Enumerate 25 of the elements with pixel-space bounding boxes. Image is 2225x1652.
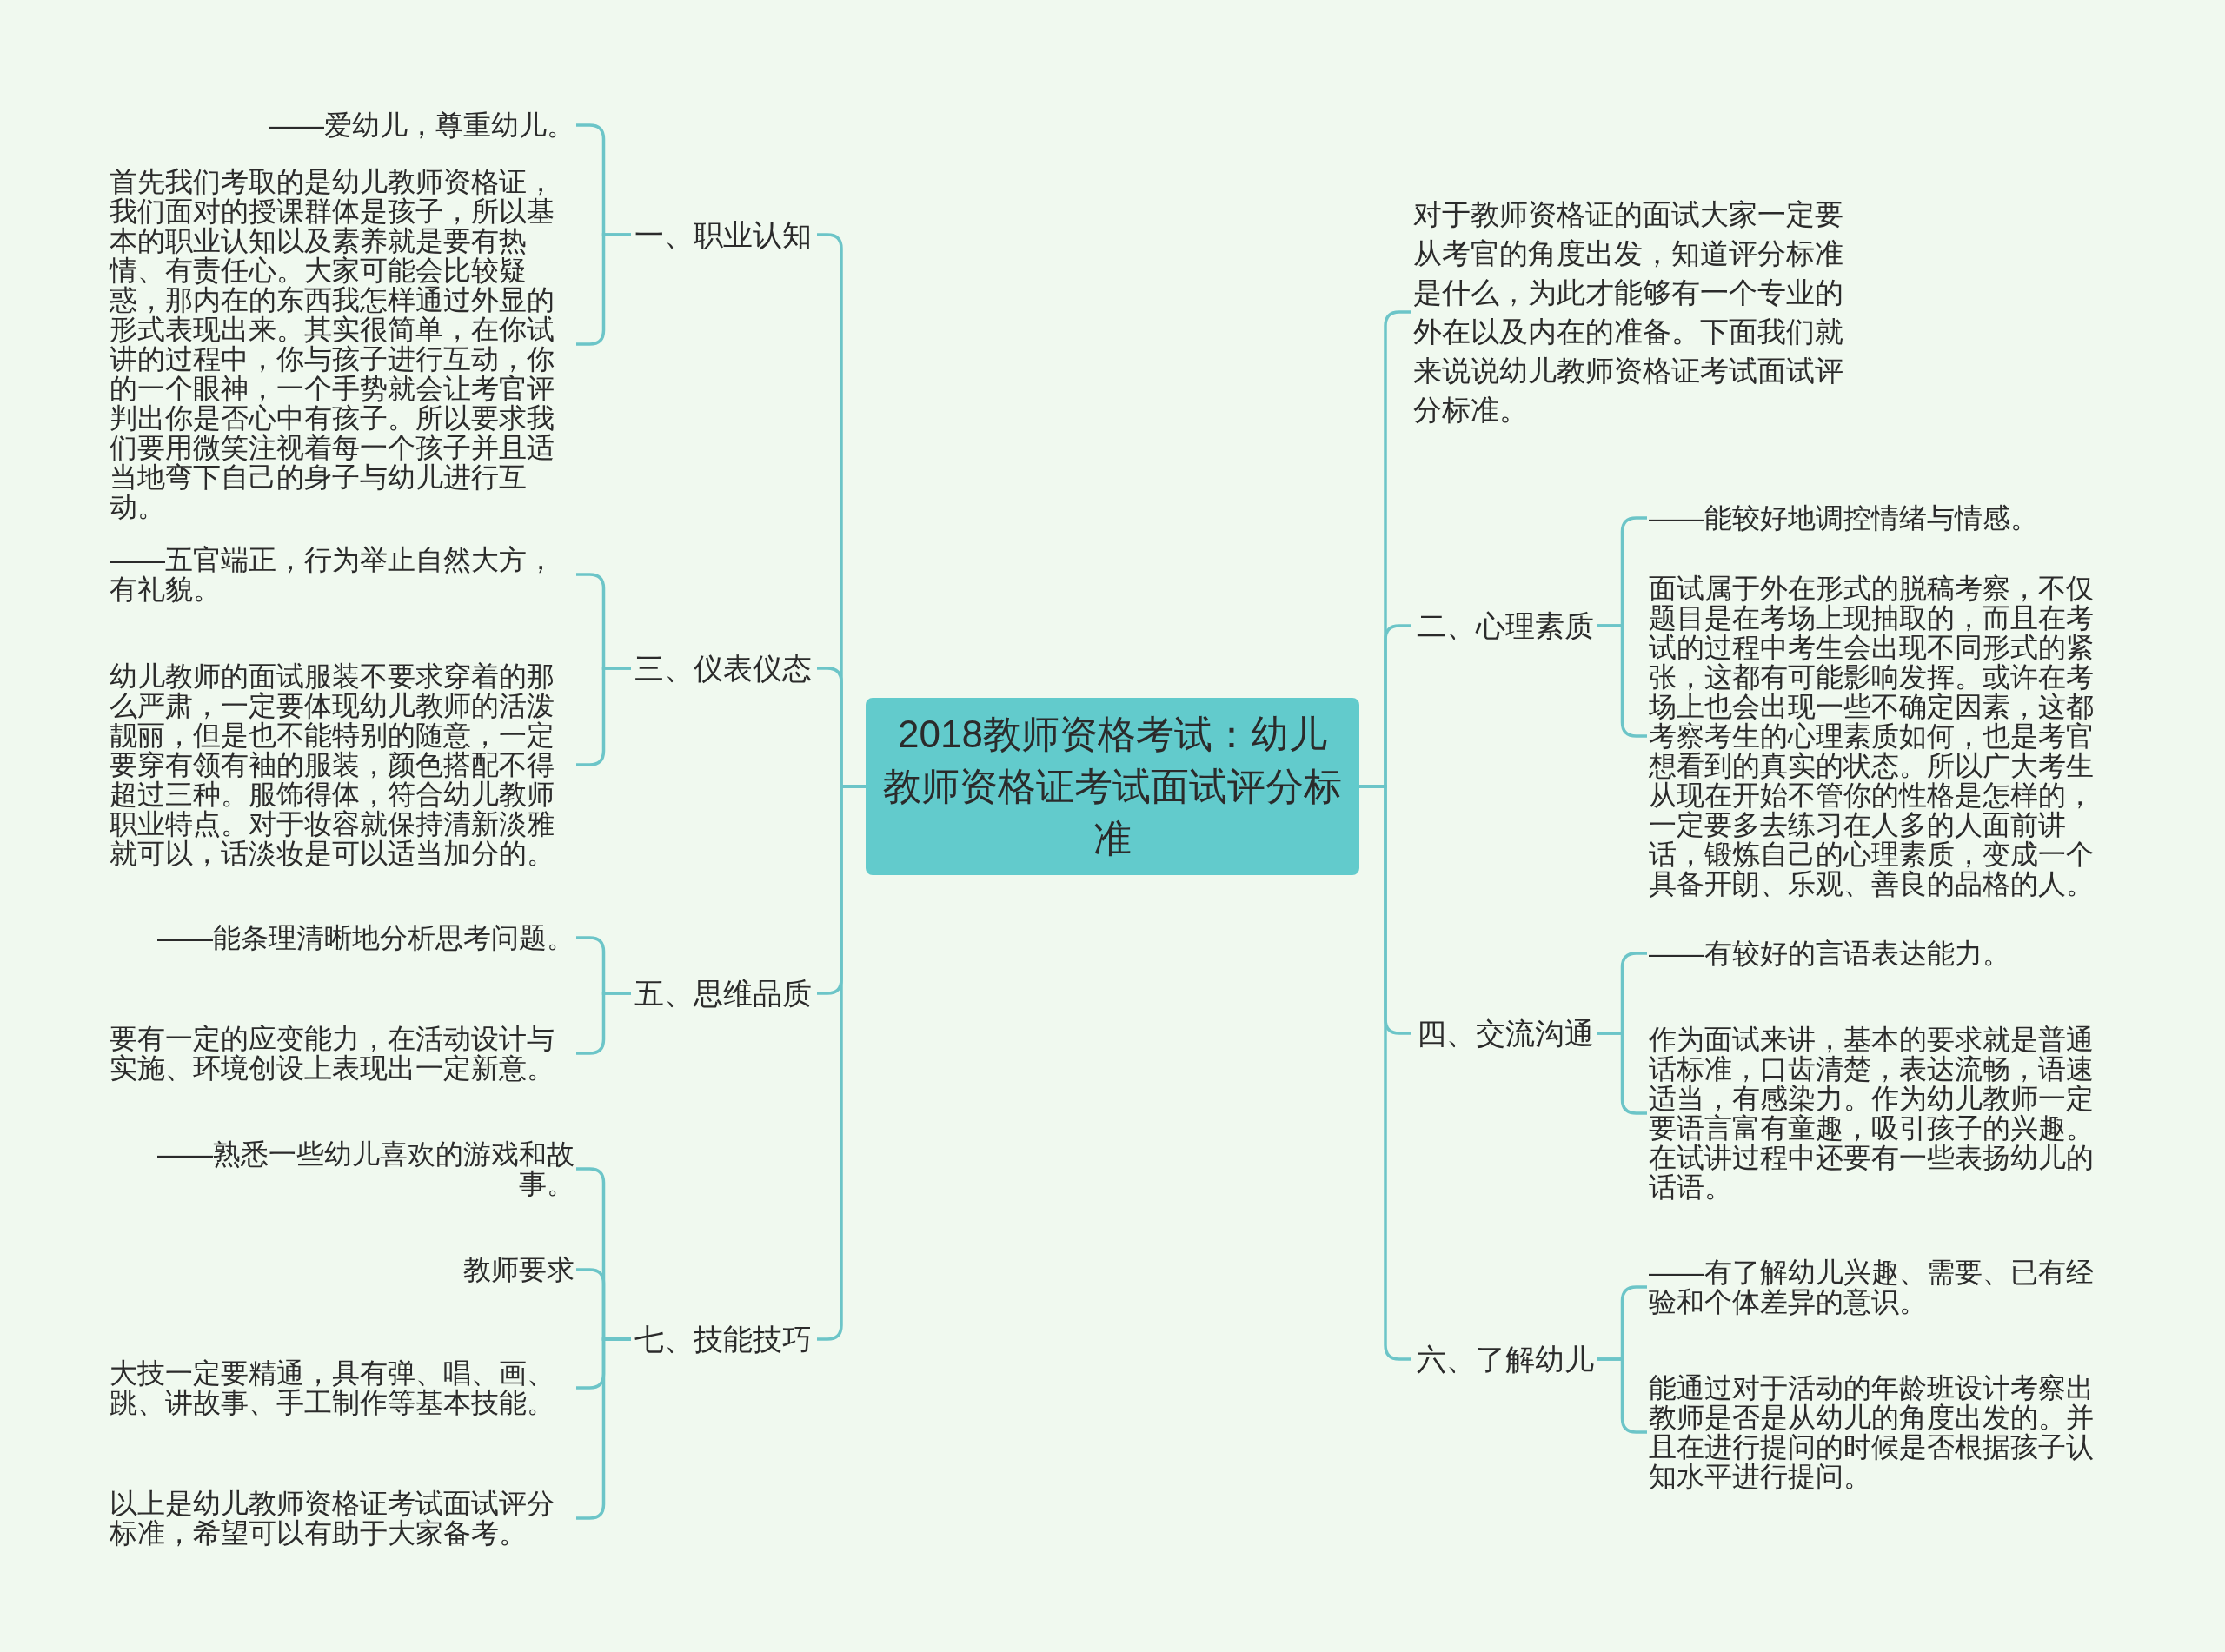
note-text: 首先我们考取的是幼儿教师资格证，我们面对的授课群体是孩子，所以基本的职业认知以及素养就是要有热情、有责任心。大家可能会比较疑惑，那内在的东西我怎样通过外显的形式表现出来。其实很简单，在你试讲的过程中，你与孩子进行互动，你的一个眼神，一个手势就会让考官评判出你是否心中有孩子。所以要求我们要用微笑注视着每一个孩子并且适当地弯下自己的身子与幼儿进行互动。 xyxy=(110,167,575,521)
branch-label: 二、心理素质 xyxy=(1413,607,1597,645)
note-text: ——爱幼儿，尊重幼儿。 xyxy=(110,110,575,140)
note-text: ——能较好地调控情绪与情感。 xyxy=(1649,503,2114,533)
note-text: 幼儿教师的面试服装不要求穿着的那么严肃，一定要体现幼儿教师的活泼靓丽，但是也不能特别的随意，一定要穿有领有袖的服装，颜色搭配不得超过三种。服饰得体，符合幼儿教师职业特点。对于妆容就保持清新淡雅就可以，话淡妆是可以适当加分的。 xyxy=(110,661,575,868)
note-text: ——熟悉一些幼儿喜欢的游戏和故事。 xyxy=(110,1139,575,1198)
note-text: ——有了解幼儿兴趣、需要、已有经验和个体差异的意识。 xyxy=(1649,1257,2114,1317)
note-text: 作为面试来讲，基本的要求就是普通话标准，口齿清楚，表达流畅，语速适当，有感染力。作为幼儿教师一定要语言富有童趣，吸引孩子的兴趣。在试讲过程中还要有一些表扬幼儿的话语。 xyxy=(1649,1025,2114,1202)
branch-label: 四、交流沟通 xyxy=(1413,1014,1597,1052)
note-text: 面试属于外在形式的脱稿考察，不仅题目是在考场上现抽取的，而且在考试的过程中考生会出现不同形式的紧张，这都有可能影响发挥。或许在考场上也会出现一些不确定因素，这都考察考生的心理素质如何，也是考官想看到的真实的状态。所以广大考生从现在开始不管你的性格是怎样的，一定要多去练习在人多的人面前讲话，锻炼自己的心理素质，变成一个具备开朗、乐观、善良的品格的人。 xyxy=(1649,574,2114,899)
intro-text: 对于教师资格证的面试大家一定要从考官的角度出发，知道评分标准是什么，为此才能够有一个专业的外在以及内在的准备。下面我们就来说说幼儿教师资格证考试面试评分标准。 xyxy=(1413,195,1858,429)
note-text: 能通过对于活动的年龄班设计考察出教师是否是从幼儿的角度出发的。并且在进行提问的时候是否根据孩子认知水平进行提问。 xyxy=(1649,1373,2114,1491)
branch-label: 三、仪表仪态 xyxy=(631,649,815,687)
note-text: ——能条理清晰地分析思考问题。 xyxy=(110,923,575,952)
branch-label: 一、职业认知 xyxy=(631,216,815,254)
note-text: 要有一定的应变能力，在活动设计与实施、环境创设上表现出一定新意。 xyxy=(110,1024,575,1083)
topic-box: 2018教师资格考试：幼儿教师资格证考试面试评分标准 xyxy=(866,698,1359,875)
note-text: 教师要求 xyxy=(110,1255,575,1284)
note-text: ——有较好的言语表达能力。 xyxy=(1649,939,2114,968)
note-text: 大技一定要精通，具有弹、唱、画、跳、讲故事、手工制作等基本技能。 xyxy=(110,1358,575,1417)
branch-label: 五、思维品质 xyxy=(631,974,815,1012)
branch-label: 六、了解幼儿 xyxy=(1413,1340,1597,1378)
note-text: ——五官端正，行为举止自然大方，有礼貌。 xyxy=(110,545,575,604)
note-text: 以上是幼儿教师资格证考试面试评分标准，希望可以有助于大家备考。 xyxy=(110,1489,575,1548)
branch-label: 七、技能技巧 xyxy=(631,1320,815,1358)
